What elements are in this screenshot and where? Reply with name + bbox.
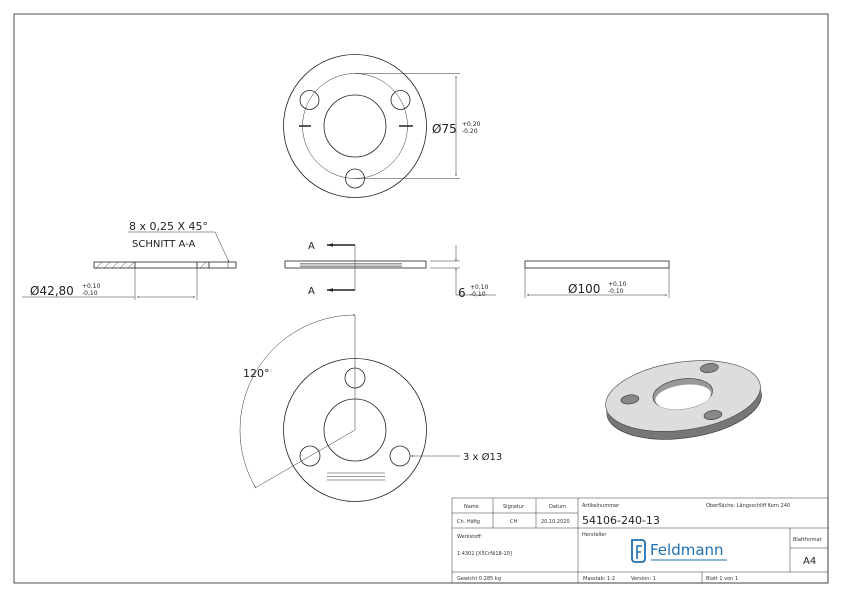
manufacturer-header: Hersteller <box>582 532 607 538</box>
version: Version: 1 <box>631 576 656 582</box>
name-header: Name <box>464 504 479 510</box>
feldmann-logo: Feldmann <box>631 539 727 563</box>
weight: Gewicht 0.285 kg <box>457 576 501 582</box>
scale: Masstab: 1:2 <box>583 576 615 582</box>
material-value: 1.4301 [X5CrNi18-10] <box>457 551 512 557</box>
format-header: Blattformat <box>793 537 822 543</box>
material-header: Werkstoff: <box>457 534 483 540</box>
signature-header: Signatur <box>503 504 525 510</box>
name-value: Ch. Häfig <box>457 519 480 525</box>
section-title: SCHNITT A-A <box>132 239 196 250</box>
signature-value: CH <box>510 519 517 525</box>
isometric-view <box>605 360 762 440</box>
tol-minus: -0,10 <box>470 291 486 298</box>
top-view: Ø75 +0.20 -0.20 <box>283 54 481 198</box>
section-view: 8 x 0,25 X 45° SCHNITT A-A Ø42,80 +0,10 … <box>22 220 237 300</box>
holes-label: 3 x Ø13 <box>463 451 502 463</box>
tol-minus: -0,10 <box>608 288 624 295</box>
diameter-75-label: Ø75 <box>432 122 457 136</box>
diameter-100-label: Ø100 <box>568 282 600 296</box>
tol-minus: -0.20 <box>462 128 478 135</box>
tol-plus: +0,10 <box>470 284 489 291</box>
article-number: 54106-240-13 <box>582 514 660 527</box>
side-view: A A 6 +0,10 -0,10 <box>284 241 496 300</box>
logo-text: Feldmann <box>650 541 724 559</box>
tol-minus: -0,10 <box>82 290 98 297</box>
title-block: Name Signatur Datum Ch. Häfig CH 20.10.2… <box>451 497 829 584</box>
date-header: Datum <box>549 504 566 510</box>
diameter-42-label: Ø42,80 <box>30 284 74 298</box>
tol-plus: +0.20 <box>462 121 481 128</box>
tol-plus: +0,10 <box>608 281 627 288</box>
section-marker-bottom: A <box>308 286 315 297</box>
format-value: A4 <box>803 556 816 567</box>
tol-plus: +0,10 <box>82 283 101 290</box>
sheet-frame <box>13 13 829 584</box>
date-value: 20.10.2020 <box>541 519 570 525</box>
section-marker-top: A <box>308 241 315 252</box>
article-header: Artikelnummer <box>582 503 620 509</box>
thickness-label: 6 <box>458 286 466 300</box>
bottom-view: 120° 3 x Ø13 <box>239 314 502 502</box>
chamfer-label: 8 x 0,25 X 45° <box>129 220 208 233</box>
surface-label: Oberfläche: Längsschliff Korn 240 <box>706 503 790 509</box>
angle-label: 120° <box>243 367 270 380</box>
right-view: Ø100 +0,10 -0,10 <box>524 260 670 298</box>
sheet: Blatt 1 von 1 <box>706 576 738 582</box>
